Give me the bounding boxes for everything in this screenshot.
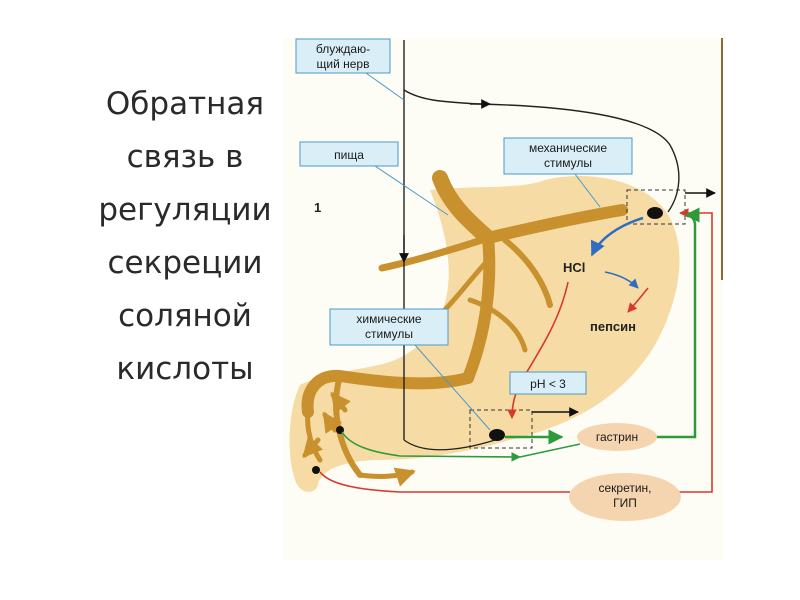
hcl-secretion-arrow — [590, 216, 644, 257]
lower-receptor-box — [469, 409, 533, 449]
figure-number: 1 — [314, 200, 321, 215]
chemical-label-box — [329, 308, 449, 346]
gastrin-label: гастрин — [596, 430, 638, 444]
pepsin-label: пепсин — [590, 319, 636, 334]
mechanical-label-line1: механические — [529, 141, 607, 155]
title-line-2: связь в — [126, 139, 244, 175]
title-line-3: регуляции — [98, 192, 272, 228]
lower-receptor-cell — [489, 429, 505, 441]
chemical-label-line2: стимулы — [365, 327, 413, 341]
vagus-label-box — [295, 38, 391, 74]
vagus-branch-path — [403, 89, 680, 213]
vagus-pointer-line — [365, 72, 405, 101]
title-line-1: Обратная — [105, 86, 265, 122]
secretin-label-line2: ГИП — [613, 496, 637, 510]
duodenum-arrows — [302, 391, 351, 459]
gastrin-feedback-path — [656, 207, 700, 439]
gastrin-oval — [577, 423, 657, 451]
duodenal-gastrin-join — [519, 443, 581, 458]
secretin-in-path — [319, 471, 570, 493]
chemical-label-line1: химические — [356, 312, 422, 326]
mechanical-pointer-line — [574, 173, 601, 208]
food-pointer-line — [374, 165, 449, 216]
vagus-label-line2: щий нерв — [317, 57, 370, 71]
mechanical-label-line2: стимулы — [544, 156, 592, 170]
food-label-box — [299, 141, 399, 167]
chemical-pointer-line — [414, 344, 491, 431]
ph-label-box — [509, 371, 587, 395]
upper-receptor-cell — [647, 207, 663, 219]
vagus-lower-path — [403, 439, 496, 451]
upper-receptor-box — [626, 189, 686, 225]
vagus-label-line1: блуждаю- — [316, 42, 370, 56]
title-line-4: секреции — [107, 245, 263, 281]
secretin-label-line1: секретин, — [598, 481, 651, 495]
food-label: пища — [334, 148, 364, 162]
secretin-oval — [569, 473, 681, 521]
duodenal-gastrin-path — [341, 431, 521, 462]
hcl-label: HCl — [563, 260, 585, 275]
duodenal-cell-2 — [312, 466, 320, 474]
pepsin-activation-arrow — [627, 287, 649, 313]
title-line-5: соляной — [118, 298, 252, 334]
hcl-pepsin-arrow — [604, 271, 639, 289]
ph-label: pH < 3 — [530, 377, 566, 391]
mechanical-label-box — [503, 137, 633, 175]
title-line-6: кислоты — [116, 351, 254, 387]
